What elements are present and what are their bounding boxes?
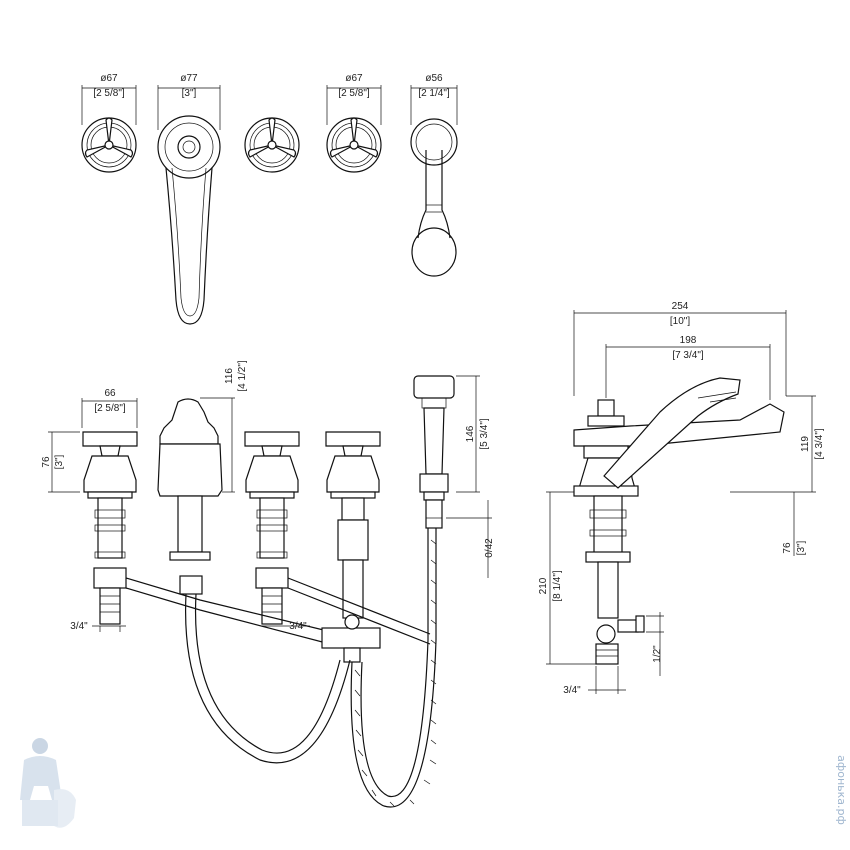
hand-shower-top: [410, 118, 458, 277]
dim-w66-in: [2 5/8"]: [94, 403, 126, 414]
valve-front-2: [244, 431, 300, 625]
pipework: [125, 528, 437, 808]
dim-d2: ø77: [180, 73, 198, 84]
dim-h116-in: [4 1/2"]: [237, 360, 248, 392]
dim-h76-in: [3"]: [54, 454, 65, 469]
dim-d4: ø56: [425, 73, 443, 84]
spout-top: [157, 115, 221, 325]
dim-thread-1: 3/4": [70, 621, 88, 632]
dim-d2-in: [3"]: [182, 88, 197, 99]
hand-shower-side: [603, 377, 741, 489]
valve-front-1: [82, 431, 138, 625]
dim-d3-in: [2 5/8"]: [338, 88, 370, 99]
cross-handle-top-2: [244, 117, 300, 173]
hand-shower-front: [413, 375, 455, 529]
top-view: ø67 [2 5/8"] ø77 [3"]: [81, 73, 458, 325]
dim-thread-side: 3/4": [563, 685, 581, 696]
spout-front: [157, 398, 223, 595]
cross-handle-top-3: [326, 117, 382, 173]
dim-d1: ø67: [100, 73, 118, 84]
dim-d4-in: [2 1/4"]: [418, 88, 450, 99]
dim-w198: 198: [680, 335, 697, 346]
cross-handle-top-1: [81, 117, 137, 173]
dim-h76: 76: [41, 456, 52, 468]
dim-h146-in: [5 3/4"]: [479, 418, 490, 450]
dim-w198-in: [7 3/4"]: [672, 350, 704, 361]
dim-half: 1/2": [652, 645, 663, 663]
valve-front-3: [325, 431, 381, 619]
dim-h210-in: [8 1/4"]: [552, 570, 563, 602]
watermark-text: афонька.рф: [835, 755, 848, 825]
dim-thread-2: 3/4": [289, 621, 307, 632]
dim-w254-in: [10"]: [670, 316, 690, 327]
dim-h76s: 76: [782, 542, 793, 554]
dim-h119: 119: [800, 436, 811, 452]
dim-h146: 146: [465, 425, 476, 442]
dim-d1-in: [2 5/8"]: [93, 88, 125, 99]
front-view: 66 [2 5/8"] 116 [4 1/2"] 76 [3"] 146 [5 …: [41, 360, 495, 808]
dim-h119-in: [4 3/4"]: [814, 428, 825, 460]
dim-d3: ø67: [345, 73, 363, 84]
dim-w254: 254: [672, 301, 689, 312]
dim-h116: 116: [224, 368, 235, 384]
dim-h042: 0/42: [484, 538, 495, 558]
side-body: [585, 495, 645, 665]
plumber-logo: [20, 738, 76, 828]
side-view: 254 [10"] 198 [7 3/4"] 119 [4 3/4"] 76 […: [538, 301, 825, 696]
dim-h76s-in: [3"]: [796, 540, 807, 555]
dim-h210: 210: [538, 577, 549, 594]
dim-w66: 66: [104, 388, 116, 399]
